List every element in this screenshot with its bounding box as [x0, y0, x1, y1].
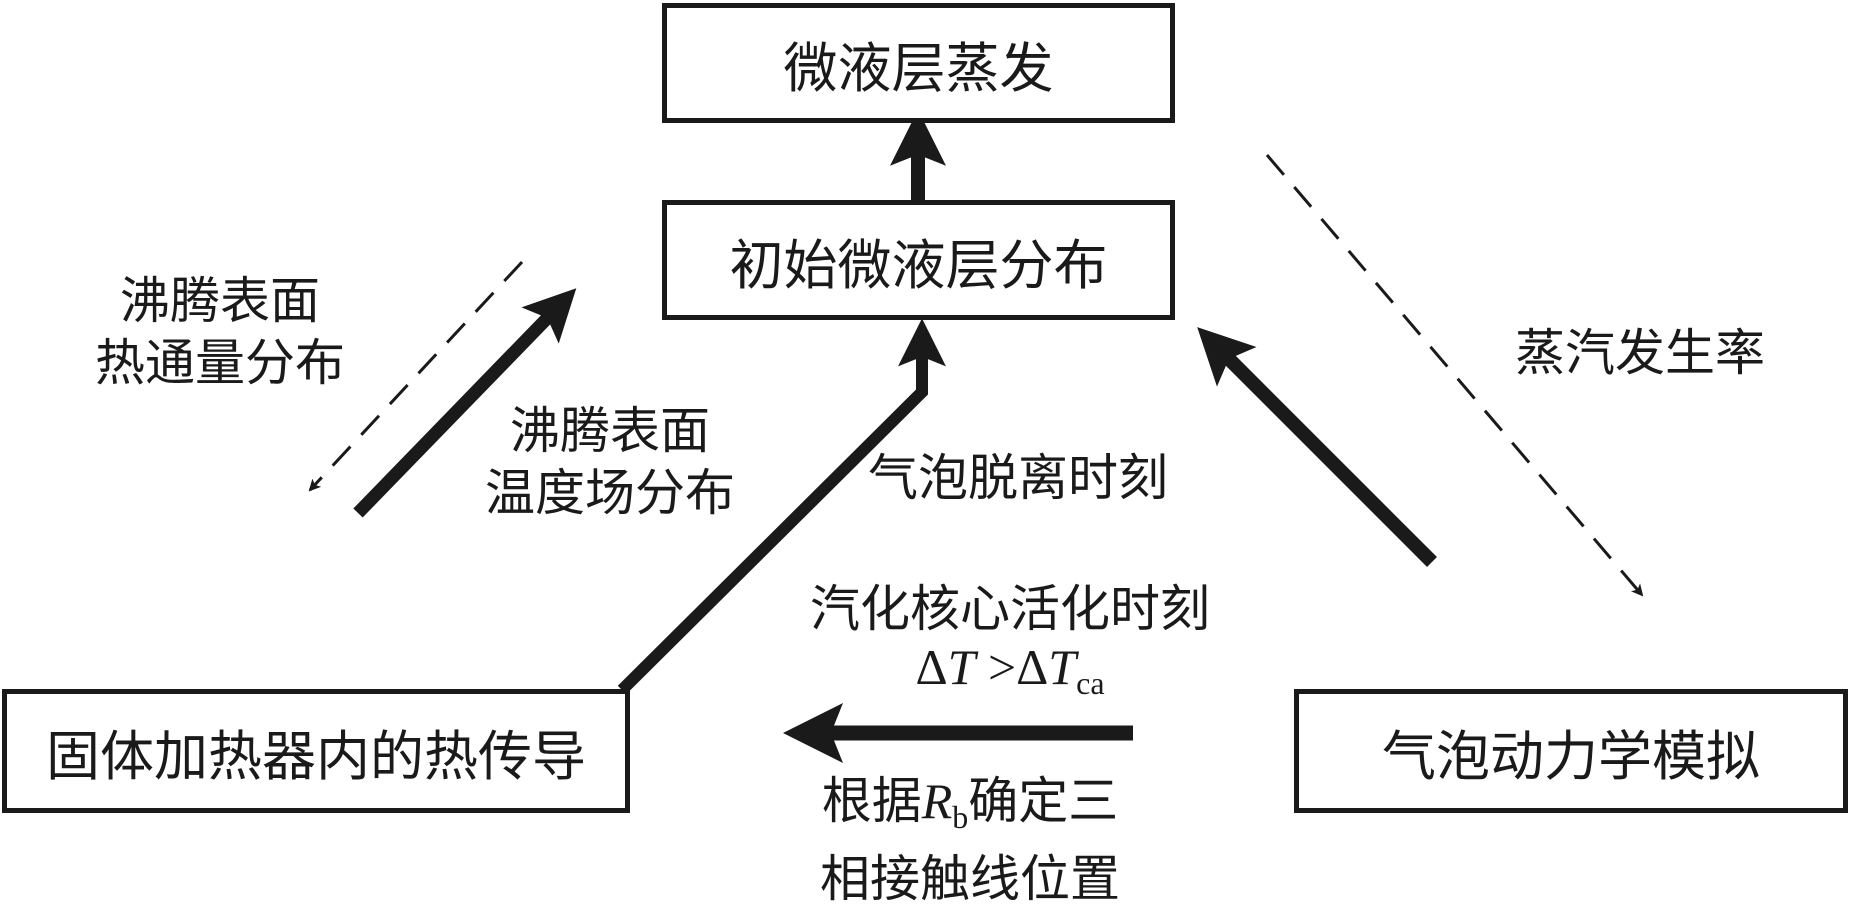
- label-text: 根据: [821, 772, 922, 830]
- math-subscript: ca: [1076, 665, 1105, 701]
- label-vapor-generation: 蒸汽发生率: [1515, 322, 1765, 384]
- label-text: 气泡脱离时刻: [868, 449, 1168, 507]
- math-subscript: b: [952, 799, 969, 835]
- label-line: 沸腾表面: [510, 402, 710, 460]
- math-T-ca: T: [1048, 639, 1077, 695]
- label-line: 温度场分布: [485, 464, 735, 522]
- arrow-vapor-generation: [1265, 154, 1644, 597]
- label-contact-line: 根据Rb确定三 相接触线位置: [760, 770, 1180, 910]
- arrow-heat-flux: [308, 260, 524, 492]
- label-text: 确定三: [968, 772, 1119, 830]
- label-line: 沸腾表面: [120, 272, 320, 330]
- node-solid-heater-conduction: 固体加热器内的热传导: [2, 689, 630, 813]
- label-bubble-departure: 气泡脱离时刻: [868, 447, 1168, 509]
- math-gt-delta: >Δ: [975, 639, 1049, 695]
- math-delta: Δ: [915, 639, 948, 695]
- math-T: T: [947, 639, 976, 695]
- arrow-bubble-departure: [1197, 327, 1437, 567]
- node-label: 气泡动力学模拟: [1382, 724, 1760, 788]
- node-microlayer-evaporation: 微液层蒸发: [662, 3, 1175, 123]
- label-text: 蒸汽发生率: [1515, 324, 1765, 382]
- label-line: 相接触线位置: [820, 850, 1120, 908]
- node-label: 初始微液层分布: [729, 233, 1108, 297]
- label-line: 汽化核心活化时刻: [810, 580, 1210, 638]
- label-line: 热通量分布: [95, 334, 345, 392]
- node-label: 固体加热器内的热传导: [46, 724, 586, 788]
- label-nucleation-activation: 汽化核心活化时刻 ΔT >ΔTca: [760, 578, 1260, 714]
- node-label: 微液层蒸发: [783, 36, 1054, 100]
- node-initial-microlayer: 初始微液层分布: [662, 200, 1175, 320]
- arrow-conduction-to-initial: [617, 318, 946, 695]
- activation-condition: ΔT >ΔTca: [760, 636, 1260, 714]
- label-heat-flux: 沸腾表面 热通量分布: [60, 270, 380, 394]
- math-R: R: [921, 773, 953, 829]
- label-line: 根据Rb确定三: [760, 770, 1180, 848]
- label-temperature-field: 沸腾表面 温度场分布: [450, 400, 770, 524]
- node-bubble-dynamics: 气泡动力学模拟: [1294, 689, 1848, 813]
- arrow-temperature-field: [353, 288, 577, 518]
